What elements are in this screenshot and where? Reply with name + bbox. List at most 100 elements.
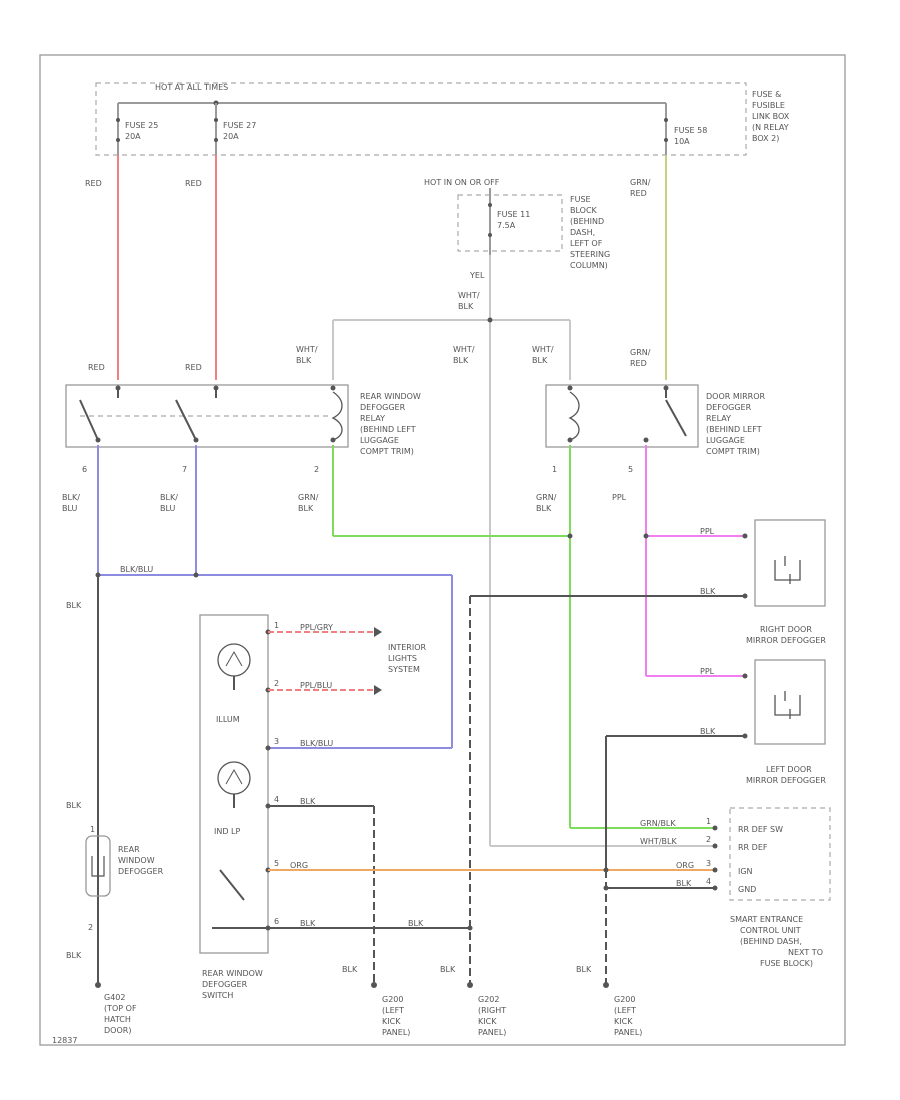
wire-text: BLK bbox=[458, 302, 474, 311]
wire-label-red-1-low: RED bbox=[88, 363, 105, 372]
hot-on-off-label: HOT IN ON OR OFF bbox=[424, 178, 500, 187]
left-mirror-heater-icon bbox=[774, 691, 801, 719]
wire-text: 5 bbox=[628, 465, 633, 474]
wire-text: BLK/ bbox=[62, 493, 80, 502]
wire-text: BOX 2) bbox=[752, 134, 779, 143]
wire-text: INTERIOR bbox=[388, 643, 427, 652]
rear-window-defogger-relay bbox=[65, 384, 349, 448]
wire-text: ORG bbox=[676, 861, 694, 870]
rear-window-defogger bbox=[85, 835, 111, 897]
wire-text: G200 bbox=[614, 995, 635, 1004]
wire-text: 1 bbox=[552, 465, 557, 474]
wire-text: DEFOGGER bbox=[706, 403, 752, 412]
wire-text: FUSE 58 bbox=[674, 126, 707, 135]
wire-text: G402 bbox=[104, 993, 125, 1002]
ground-g200-left bbox=[371, 982, 377, 988]
illumination-lamp-1 bbox=[217, 643, 251, 677]
wire-text: 4 bbox=[274, 795, 279, 804]
wire-text: PANEL) bbox=[614, 1028, 642, 1037]
right-mirror-heater-icon bbox=[774, 556, 801, 584]
wire-text: BLK bbox=[300, 919, 316, 928]
wire-text: FUSE & bbox=[752, 90, 781, 99]
left-door-mirror-defogger bbox=[754, 659, 826, 745]
arrow-2 bbox=[374, 685, 382, 695]
wire-text: GRN/ bbox=[298, 493, 319, 502]
wire-text: PPL bbox=[700, 527, 715, 536]
wire-text: REAR WINDOW bbox=[202, 969, 263, 978]
relay-switch-1 bbox=[79, 399, 99, 441]
wire-text: PANEL) bbox=[382, 1028, 410, 1037]
fuse-27: FUSE 27 20A bbox=[214, 103, 256, 155]
wire-text: 4 bbox=[706, 877, 711, 886]
wire-label-wht-blk-c: WHT/ BLK bbox=[532, 345, 554, 365]
wire-text: 2 bbox=[274, 679, 279, 688]
wire-text: BLK/ bbox=[160, 493, 178, 502]
wire-text: BLK bbox=[700, 727, 716, 736]
rear-window-defogger-switch bbox=[199, 614, 269, 954]
fuse-11: FUSE 11 7.5A bbox=[488, 188, 530, 255]
ground-g202-label: G202 (RIGHT KICK PANEL) bbox=[478, 995, 506, 1037]
wire-text: 20A bbox=[223, 132, 239, 141]
wire-text: 3 bbox=[706, 859, 711, 868]
wire-text: (RIGHT bbox=[478, 1006, 506, 1015]
wire-text: IGN bbox=[738, 867, 753, 876]
wire-text: (BEHIND DASH, bbox=[740, 937, 802, 946]
wire-text: BLOCK bbox=[570, 206, 598, 215]
wire-text: (BEHIND LEFT bbox=[706, 425, 762, 434]
wire-label-yel: YEL bbox=[469, 271, 485, 280]
wire-text: SYSTEM bbox=[388, 665, 420, 674]
relay-switch-2 bbox=[175, 399, 197, 441]
diagram-frame bbox=[39, 54, 846, 1046]
wire-text: 7 bbox=[182, 465, 187, 474]
left-mirror-label: LEFT DOOR MIRROR DEFOGGER bbox=[746, 765, 826, 785]
wire-text: RELAY bbox=[360, 414, 385, 423]
wire-label-wht-blk-top: WHT/ BLK bbox=[458, 291, 480, 311]
wire-text: DEFOGGER bbox=[118, 867, 164, 876]
wire-text: 1 bbox=[90, 825, 95, 834]
wire-text: WHT/ bbox=[458, 291, 480, 300]
wire-text: BLK bbox=[676, 879, 692, 888]
wire-text: ORG bbox=[290, 861, 308, 870]
wire-text: BLK bbox=[342, 965, 358, 974]
wire-text: LEFT OF bbox=[570, 239, 603, 248]
wire-label-ppl: PPL bbox=[612, 493, 627, 502]
relay-coil-1 bbox=[331, 391, 343, 441]
wire-text: GRN/ bbox=[536, 493, 557, 502]
wire-text: LUGGAGE bbox=[360, 436, 399, 445]
wire-text: DOOR MIRROR bbox=[706, 392, 766, 401]
wire-text: (LEFT bbox=[382, 1006, 404, 1015]
wire-text: BLK bbox=[440, 965, 456, 974]
wire-text: 2 bbox=[314, 465, 319, 474]
fuse-block-label: FUSE BLOCK (BEHIND DASH, LEFT OF STEERIN… bbox=[570, 195, 610, 270]
wire-text: KICK bbox=[478, 1017, 497, 1026]
wire-text: COLUMN) bbox=[570, 261, 608, 270]
illum-label: ILLUM bbox=[216, 715, 240, 724]
wire-text: CONTROL UNIT bbox=[740, 926, 801, 935]
wire-text: DOOR) bbox=[104, 1026, 131, 1035]
wire-text: BLK bbox=[700, 587, 716, 596]
wire-text: BLK bbox=[296, 356, 312, 365]
wire-label-grn-red-low: GRN/ RED bbox=[630, 348, 651, 368]
wire-text: G200 bbox=[382, 995, 403, 1004]
wire-text: BLK bbox=[576, 965, 592, 974]
wire-text: GRN/ bbox=[630, 348, 651, 357]
wire-text: REAR WINDOW bbox=[360, 392, 421, 401]
wire-text: WINDOW bbox=[118, 856, 155, 865]
fuse-block bbox=[457, 194, 563, 252]
fuse-link-box bbox=[95, 82, 747, 156]
relay-coil-2 bbox=[568, 391, 580, 441]
door-mirror-defogger-relay bbox=[545, 384, 699, 448]
wire-text: RR DEF bbox=[738, 843, 768, 852]
wire-text: 20A bbox=[125, 132, 141, 141]
wire-text: DASH, bbox=[570, 228, 595, 237]
wire-text: PPL bbox=[700, 667, 715, 676]
wire-text: KICK bbox=[614, 1017, 633, 1026]
wire-text: LUGGAGE bbox=[706, 436, 745, 445]
wire-text: COMPT TRIM) bbox=[706, 447, 760, 456]
wire-text: (N RELAY bbox=[752, 123, 789, 132]
wire-label-grn-blk-1: GRN/ BLK bbox=[298, 493, 319, 513]
wire-text: FUSE 11 bbox=[497, 210, 530, 219]
wire-text: PPL/GRY bbox=[300, 623, 333, 632]
wire-label-wht-blk-b: WHT/ BLK bbox=[453, 345, 475, 365]
